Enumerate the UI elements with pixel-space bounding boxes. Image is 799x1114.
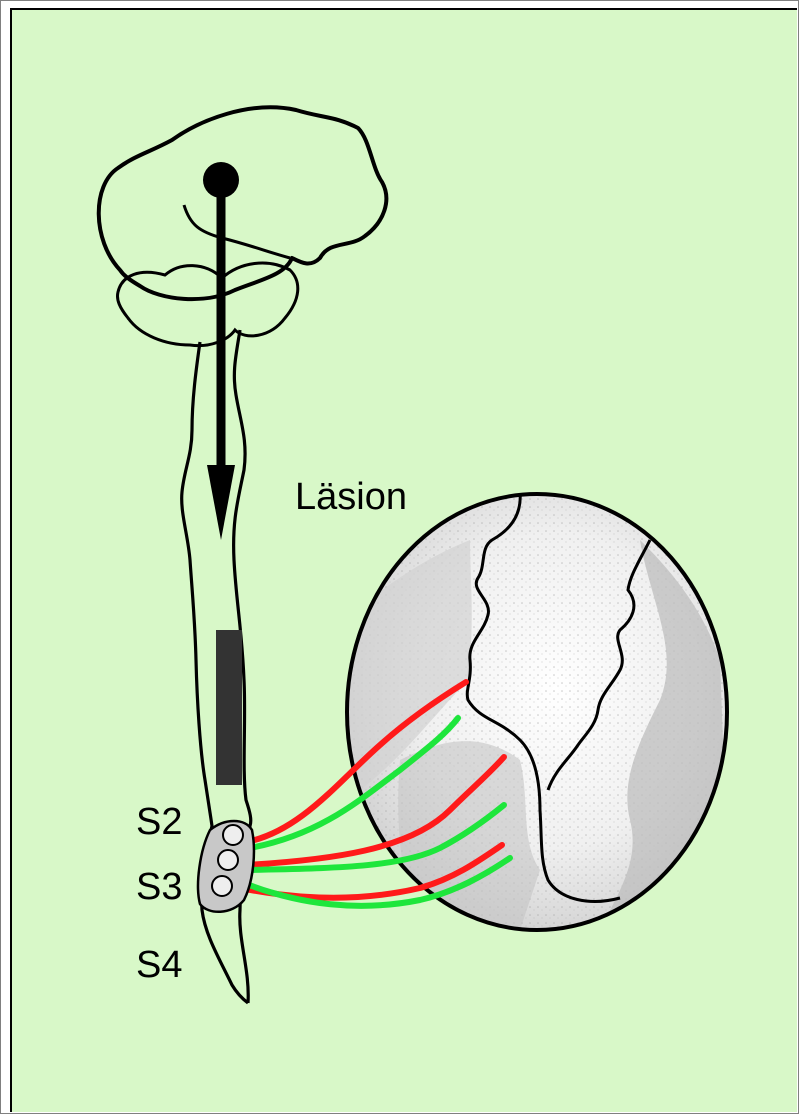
spinal-lesion-block (216, 630, 242, 785)
sacral-cell-s4 (212, 876, 232, 896)
cerebrum-outline (99, 107, 387, 299)
segment-label-s4: S4 (136, 946, 182, 984)
lesion-label: Läsion (295, 478, 407, 516)
magnified-lesion-view (340, 490, 740, 930)
sacral-cell-s2 (223, 825, 243, 845)
descending-pathway-arrowhead (207, 465, 235, 540)
sacral-cell-s3 (218, 850, 238, 870)
segment-label-s3: S3 (136, 868, 182, 906)
cortical-origin-dot (203, 162, 239, 198)
brain-inner-line (184, 205, 290, 258)
segment-label-s2: S2 (136, 803, 182, 841)
